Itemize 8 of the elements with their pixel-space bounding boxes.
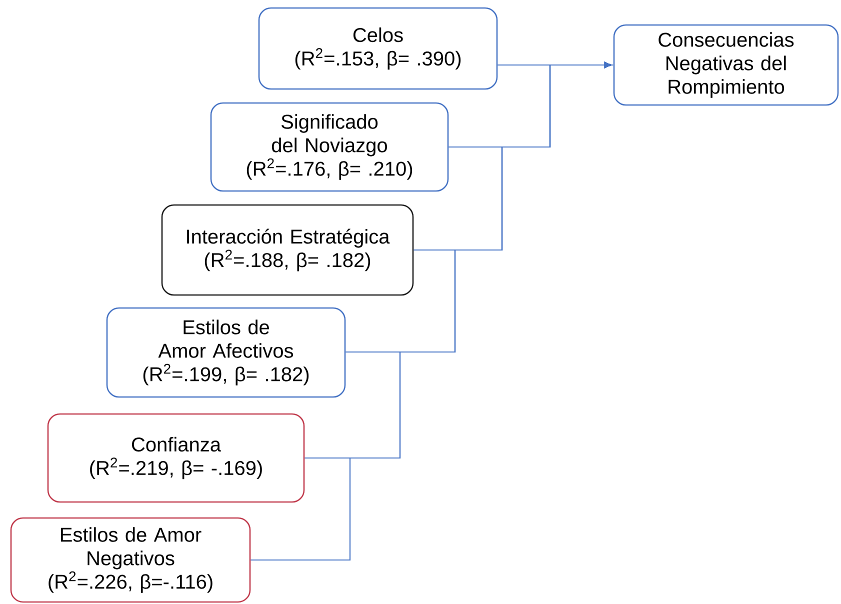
rounded-box: Celos (R$^{2}$=.153, β= .390) (258, 7, 498, 90)
rounded-box: Interacción Estratégica (R$^{2}$=.188, β= .182) (161, 204, 414, 296)
rounded-box: Estilos de Amor Negativos (R$^{2}$=.226, β=-.116) (10, 517, 251, 603)
rounded-box: Significado del Noviazgo (R$^{2}$=.176, β= .210) (210, 102, 449, 192)
rounded-box: Consecuencias Negativas del Rompimiento (613, 24, 839, 106)
connector-arrow (250, 62, 612, 561)
rounded-box: Confianza (R$^{2}$=.219, β= -.169) (47, 413, 305, 503)
rounded-box: Estilos de Amor Afectivos (R$^{2}$=.199, β= .182) (106, 307, 346, 398)
